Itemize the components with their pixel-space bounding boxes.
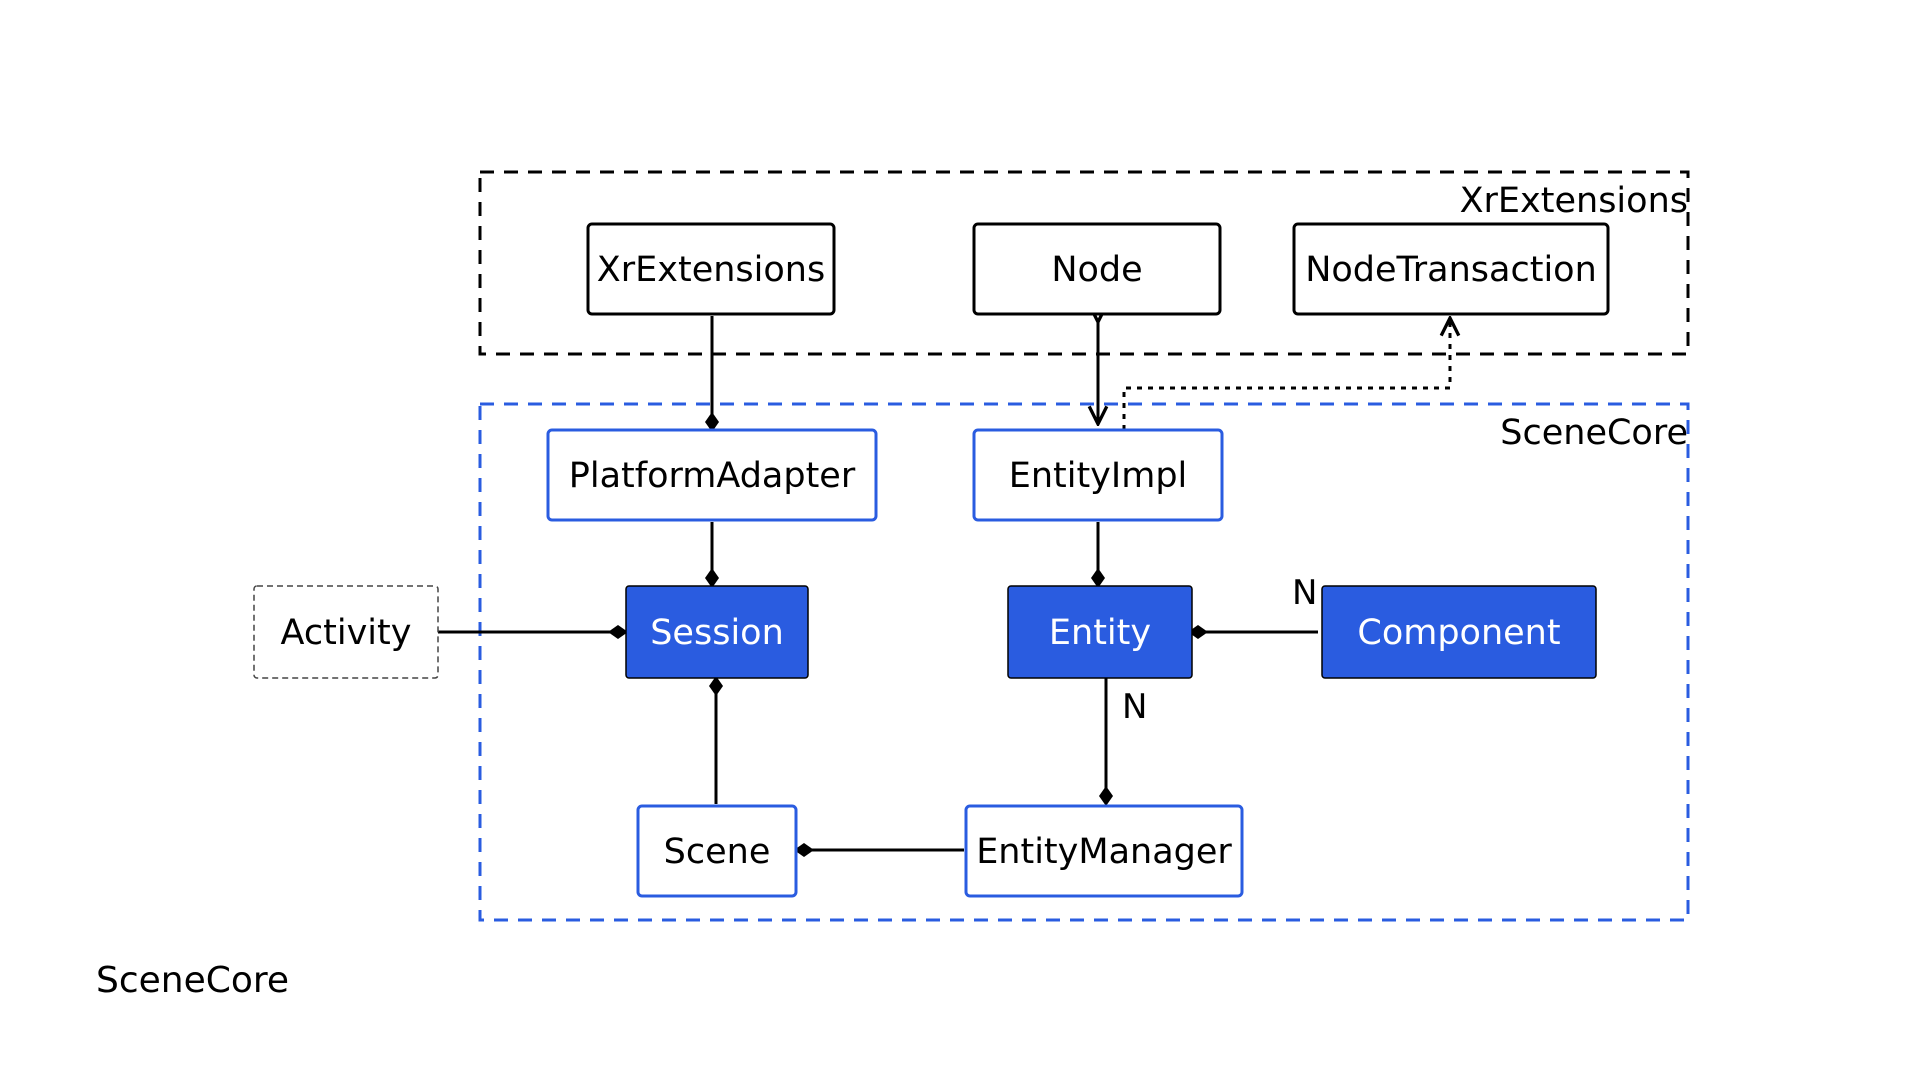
node-scene-box[interactable]: Scene (636, 804, 798, 898)
node-platformadapter-box[interactable]: PlatformAdapter (546, 428, 878, 522)
node-nodetransaction-box[interactable]: NodeTransaction (1292, 222, 1610, 316)
node-entitymanager-label: EntityManager (976, 832, 1232, 872)
group-scenecore-border (478, 402, 1690, 922)
node-nodetransaction-label: NodeTransaction (1305, 250, 1597, 290)
node-entitymanager-box[interactable]: EntityManager (964, 804, 1244, 898)
group-scenecore-label: SceneCore (1500, 413, 1688, 453)
node-platformadapter-label: PlatformAdapter (569, 456, 856, 496)
node-node-label: Node (1051, 250, 1142, 290)
node-component-box[interactable]: Component (1321, 585, 1597, 679)
node-scene-label: Scene (664, 832, 771, 872)
group-xrextensions: XrExtensions (478, 170, 1690, 356)
node-component-label: Component (1357, 613, 1560, 653)
connectors (438, 316, 1450, 857)
group-xrextensions-label: XrExtensions (1460, 181, 1688, 221)
node-node-box[interactable]: Node (972, 222, 1222, 316)
multiplicity-component: N (1292, 573, 1317, 613)
multiplicity-entity: N (1122, 687, 1147, 727)
node-session-label: Session (650, 613, 784, 653)
node-entity-box[interactable]: Entity (1007, 585, 1193, 679)
diagram-caption: SceneCore (96, 960, 289, 1001)
node-activity-label: Activity (281, 613, 412, 653)
node-activity-box[interactable]: Activity (253, 585, 439, 679)
edge-entityimpl-nodetransaction (1122, 318, 1450, 430)
group-scenecore: SceneCore (478, 402, 1690, 922)
node-session-box[interactable]: Session (625, 585, 809, 679)
node-entityimpl-label: EntityImpl (1009, 456, 1188, 496)
group-xrextensions-border (478, 170, 1690, 356)
node-xrextensions-box[interactable]: XrExtensions (586, 222, 836, 316)
node-xrextensions-label: XrExtensions (597, 250, 825, 290)
node-entity-label: Entity (1049, 613, 1151, 653)
node-entityimpl-box[interactable]: EntityImpl (972, 428, 1224, 522)
